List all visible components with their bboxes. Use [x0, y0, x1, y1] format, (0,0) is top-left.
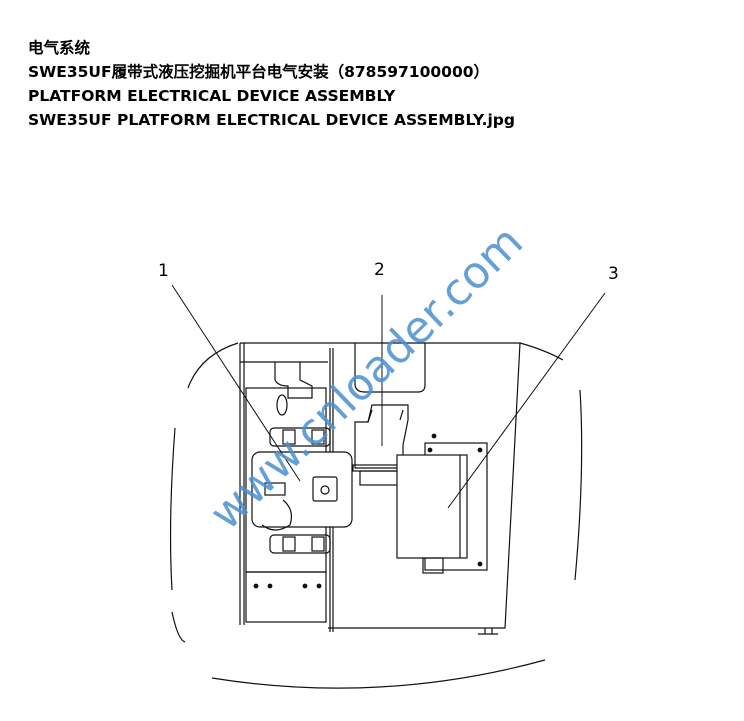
- watermark: www.cnloader.com: [200, 216, 533, 540]
- electrical-module: [251, 451, 353, 528]
- assembly-title-en: PLATFORM ELECTRICAL DEVICE ASSEMBLY: [28, 87, 396, 105]
- outline-curve-right: [574, 389, 583, 581]
- outline-curve-left: [187, 342, 239, 389]
- frame-outline: [240, 342, 521, 629]
- file-name: SWE35UF PLATFORM ELECTRICAL DEVICE ASSEM…: [28, 111, 516, 129]
- callout-3: 3: [608, 264, 619, 284]
- callout-2: 2: [374, 260, 385, 280]
- section-title: 电气系统: [28, 39, 91, 57]
- outline-curve-bottom: [211, 659, 546, 689]
- callout-leader-3: [447, 292, 606, 509]
- outline-curve-top-right: [519, 342, 564, 361]
- callout-1: 1: [158, 261, 169, 281]
- outline-curve-left3: [171, 611, 186, 643]
- assembly-title-cn: SWE35UF履带式液压挖掘机平台电气安装（878597100000）: [28, 63, 490, 81]
- outline-curve-left2: [169, 427, 176, 591]
- document-header: 电气系统 SWE35UF履带式液压挖掘机平台电气安装（878597100000）…: [28, 36, 515, 132]
- callout-leader-1: [171, 284, 301, 482]
- controller-box: [396, 454, 468, 559]
